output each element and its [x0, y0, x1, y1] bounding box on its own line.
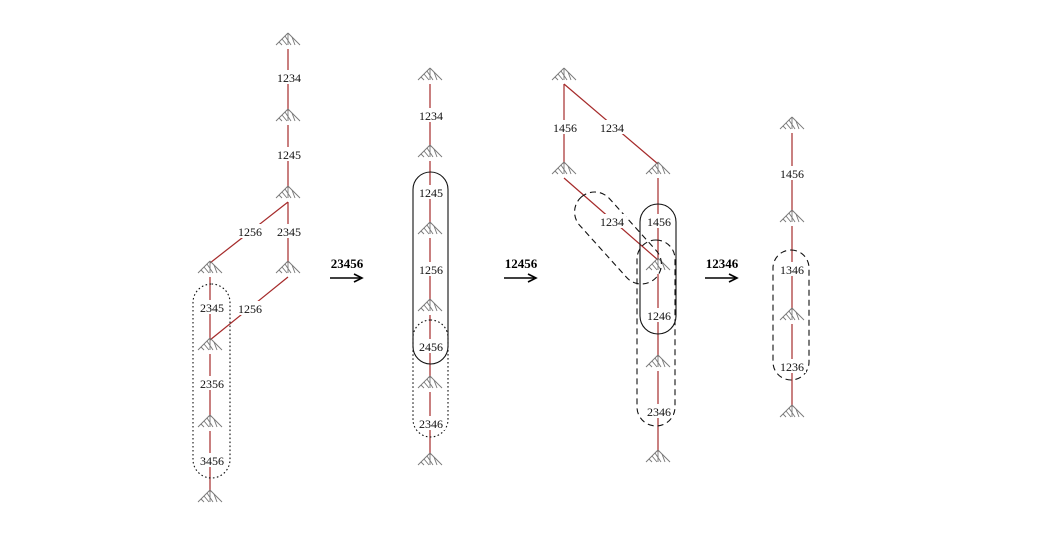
diagram-1-edge-label-7: 2356	[198, 376, 226, 391]
diagram-3-loop-3	[574, 191, 662, 285]
diagram-1-tree-node-6	[197, 337, 223, 351]
edge-label-text: 1234	[419, 109, 443, 123]
edge-label-text: 1256	[238, 302, 262, 316]
diagram-3-tree-node-3	[551, 161, 577, 175]
diagram-2-loop-2	[412, 319, 449, 438]
diagram-1-edge-label-6: 2345	[198, 300, 226, 315]
edge-label-text: 2356	[200, 377, 224, 391]
edge-label-text: 1346	[780, 263, 804, 277]
diagram-1-loop-1	[192, 283, 231, 479]
edge-label-text: 1456	[647, 215, 671, 229]
diagram-1-tree-node-3	[275, 185, 301, 199]
diagram-3-tree-node-6	[645, 449, 671, 463]
trees-layer	[197, 32, 805, 503]
diagram-2-tree-node-6	[417, 452, 443, 466]
diagram-3-edge-label-5: 1246	[645, 308, 673, 323]
diagram-3-edge-label-3: 1234	[598, 214, 626, 229]
edge-label-text: 1256	[419, 263, 443, 277]
diagram-3-edge-label-4: 1456	[645, 214, 673, 229]
diagram-2-tree-node-1	[417, 67, 443, 81]
diagram-3-tree-node-2	[645, 161, 671, 175]
diagram-2-edge-label-5: 2346	[417, 416, 445, 431]
diagram-2-edge-label-2: 1245	[417, 185, 445, 200]
step-arrow-1: 23456	[330, 256, 364, 283]
diagram-2-tree-node-4	[417, 298, 443, 312]
diagram-2-edge-label-4: 2456	[417, 339, 445, 354]
diagram-1-tree-node-8	[197, 489, 223, 503]
step-arrow-label: 12456	[505, 256, 538, 271]
diagram-2-tree-node-5	[417, 375, 443, 389]
edge-label-text: 1246	[647, 309, 671, 323]
diagram-1-tree-node-4	[197, 260, 223, 274]
diagram-2-tree-node-3	[417, 221, 443, 235]
diagram-1-tree-node-7	[197, 414, 223, 428]
diagram-4-edge-label-1: 1456	[778, 166, 806, 181]
arrows-layer: 23456 12456 12346	[330, 256, 739, 283]
edge-label-text: 1456	[780, 167, 804, 181]
edge-label-text: 2345	[277, 225, 301, 239]
edge-label-text: 2456	[419, 340, 443, 354]
diagram-1-edge-label-5: 1256	[236, 301, 264, 316]
diagram-4-edge-label-2: 1346	[778, 262, 806, 277]
diagram-3-edge-label-6: 2346	[645, 404, 673, 419]
diagram-4-edge-label-3: 1236	[778, 359, 806, 374]
edge-label-text: 1245	[419, 186, 443, 200]
edge-label-text: 1236	[780, 360, 804, 374]
step-arrow-label: 23456	[331, 256, 364, 271]
diagram-1-edge-label-4: 2345	[275, 224, 303, 239]
diagram-4-loop-1	[772, 249, 810, 381]
edge-label-text: 2346	[647, 405, 671, 419]
edge-label-text: 1456	[553, 121, 577, 135]
diagram-1-tree-node-5	[275, 260, 301, 274]
diagram-3-tree-node-1	[551, 67, 577, 81]
diagram-3-loop-1	[639, 203, 677, 335]
diagram-3-loop-2	[636, 239, 676, 427]
diagram-2-tree-node-2	[417, 144, 443, 158]
edge-label-text: 2345	[200, 301, 224, 315]
step-arrow-2: 12456	[504, 256, 538, 283]
diagram-1-tree-node-1	[275, 32, 301, 46]
diagram-1-edge-label-8: 3456	[198, 453, 226, 468]
diagram-4-tree-node-3	[779, 307, 805, 321]
step-arrow-label: 12346	[706, 256, 739, 271]
diagram-1-tree-node-2	[275, 108, 301, 122]
edge-label-text: 2346	[419, 417, 443, 431]
diagram-1-edge-label-3: 1256	[236, 224, 264, 239]
diagram-1-edge-label-2: 1245	[275, 147, 303, 162]
edge-label-text: 1234	[277, 71, 301, 85]
diagram-2-edge-label-1: 1234	[417, 108, 445, 123]
diagram-1-edge-label-1: 1234	[275, 70, 303, 85]
step-arrow-3: 12346	[705, 256, 739, 283]
diagram-2-edge-label-3: 1256	[417, 262, 445, 277]
diagram-4-tree-node-2	[779, 209, 805, 223]
diagram-3-edge-label-1: 1456	[551, 120, 579, 135]
labels-layer: 1234 1245 1256 2345 1256 2345 2356 3456 1234 1245…	[198, 70, 806, 468]
edge-label-text: 3456	[200, 454, 224, 468]
edge-label-text: 1234	[600, 121, 624, 135]
diagram-3-tree-node-5	[645, 354, 671, 368]
edge-label-text: 1234	[600, 215, 624, 229]
edge-label-text: 1256	[238, 225, 262, 239]
diagram-3-tree-node-4	[645, 257, 671, 271]
loops-layer	[192, 171, 810, 479]
diagram-2-loop-1	[412, 171, 449, 365]
diagram-3-edge-label-2: 1234	[598, 120, 626, 135]
diagram-4-tree-node-4	[779, 404, 805, 418]
edge-label-text: 1245	[277, 148, 301, 162]
diagram-4-tree-node-1	[779, 116, 805, 130]
